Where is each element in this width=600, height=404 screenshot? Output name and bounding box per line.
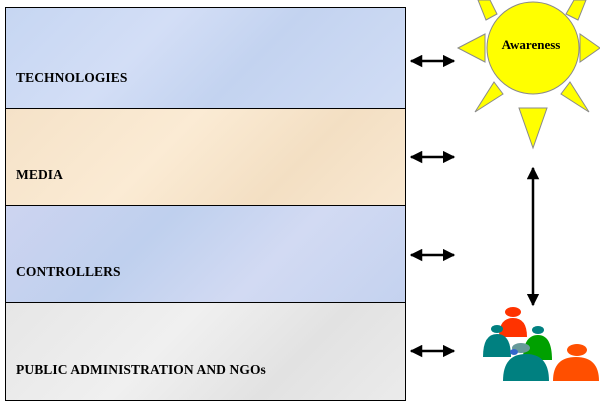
- sun-icon: [456, 0, 600, 150]
- sun-label: Awareness: [501, 37, 561, 52]
- layer-controllers: CONTROLLERS: [6, 206, 405, 303]
- layer-stack: TECHNOLOGIES MEDIA CONTROLLERS PUBLIC AD…: [5, 7, 406, 401]
- layer-media-label: MEDIA: [16, 167, 63, 182]
- layer-media: MEDIA: [6, 109, 405, 206]
- layer-public-administration: PUBLIC ADMINISTRATION AND NGOs: [6, 303, 405, 400]
- people-group-icon: [483, 307, 599, 381]
- layer-public-label: PUBLIC ADMINISTRATION AND NGOs: [16, 362, 266, 377]
- layer-technologies: TECHNOLOGIES: [6, 8, 405, 109]
- layer-technologies-label: TECHNOLOGIES: [16, 70, 128, 85]
- layer-controllers-label: CONTROLLERS: [16, 264, 121, 279]
